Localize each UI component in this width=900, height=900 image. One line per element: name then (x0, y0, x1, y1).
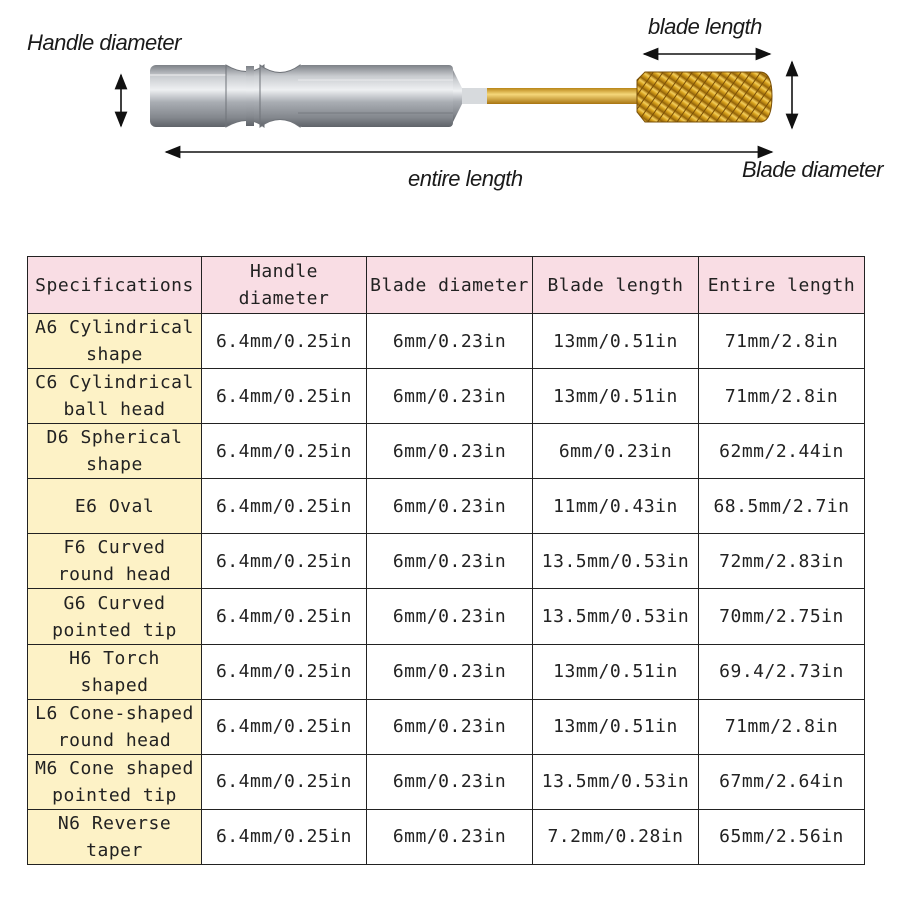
blade-diameter-cell: 6mm/0.23in (366, 643, 533, 700)
entire-length-label: entire length (408, 166, 523, 191)
spec-name-cell: C6 Cylindrical ball head (27, 368, 202, 425)
table-row: F6 Curved round head 6.4mm/0.25in 6mm/0.… (27, 533, 865, 590)
blade-length-cell: 13mm/0.51in (532, 312, 699, 370)
blade-length-cell: 13.5mm/0.53in (532, 753, 699, 810)
spec-name-cell: L6 Cone-shaped round head (27, 698, 202, 755)
handle-diameter-cell: 6.4mm/0.25in (201, 478, 367, 535)
handle-diameter-cell: 6.4mm/0.25in (201, 588, 367, 645)
product-dimension-diagram: Handle diameter blade length entire leng… (0, 0, 900, 230)
entire-length-cell: 70mm/2.75in (698, 588, 865, 645)
handle-diameter-cell: 6.4mm/0.25in (201, 423, 367, 480)
blade-length-cell: 13mm/0.51in (532, 698, 699, 755)
table-row: A6 Cylindrical shape 6.4mm/0.25in 6mm/0.… (27, 312, 865, 370)
blade-length-cell: 13.5mm/0.53in (532, 588, 699, 645)
blade-shank (462, 88, 637, 104)
table-row: N6 Reverse taper 6.4mm/0.25in 6mm/0.23in… (27, 808, 865, 866)
handle-diameter-cell: 6.4mm/0.25in (201, 533, 367, 590)
entire-length-cell: 72mm/2.83in (698, 533, 865, 590)
entire-length-cell: 67mm/2.64in (698, 753, 865, 810)
blade-diameter-cell: 6mm/0.23in (366, 808, 533, 866)
handle-diameter-label: Handle diameter (27, 30, 181, 55)
blade-length-cell: 11mm/0.43in (532, 478, 699, 535)
handle-diameter-cell: 6.4mm/0.25in (201, 643, 367, 700)
entire-length-cell: 65mm/2.56in (698, 808, 865, 866)
cutting-head (636, 71, 773, 123)
entire-length-cell: 71mm/2.8in (698, 312, 865, 370)
blade-diameter-cell: 6mm/0.23in (366, 478, 533, 535)
handle-diameter-cell: 6.4mm/0.25in (201, 808, 367, 866)
header-row: Specifications Handle diameter Blade dia… (27, 256, 865, 314)
blade-diameter-cell: 6mm/0.23in (366, 312, 533, 370)
blade-diameter-cell: 6mm/0.23in (366, 588, 533, 645)
header-cell-entire-length: Entire length (698, 256, 865, 314)
header-cell-blade-length: Blade length (532, 256, 699, 314)
table-row: D6 Spherical shape 6.4mm/0.25in 6mm/0.23… (27, 423, 865, 480)
blade-diameter-cell: 6mm/0.23in (366, 533, 533, 590)
blade-length-cell: 6mm/0.23in (532, 423, 699, 480)
spec-name-cell: E6 Oval (27, 478, 202, 535)
table-row: E6 Oval 6.4mm/0.25in 6mm/0.23in 11mm/0.4… (27, 478, 865, 535)
header-cell-specifications: Specifications (27, 256, 202, 314)
table-row: M6 Cone shaped pointed tip 6.4mm/0.25in … (27, 753, 865, 810)
table-row: C6 Cylindrical ball head 6.4mm/0.25in 6m… (27, 368, 865, 425)
entire-length-cell: 62mm/2.44in (698, 423, 865, 480)
table-row: G6 Curved pointed tip 6.4mm/0.25in 6mm/0… (27, 588, 865, 645)
spec-name-cell: M6 Cone shaped pointed tip (27, 753, 202, 810)
blade-length-cell: 7.2mm/0.28in (532, 808, 699, 866)
entire-length-cell: 71mm/2.8in (698, 698, 865, 755)
entire-length-cell: 71mm/2.8in (698, 368, 865, 425)
burr-bit-illustration (114, 47, 799, 159)
entire-length-cell: 68.5mm/2.7in (698, 478, 865, 535)
handle-diameter-cell: 6.4mm/0.25in (201, 312, 367, 370)
blade-diameter-cell: 6mm/0.23in (366, 368, 533, 425)
table-header: Specifications Handle diameter Blade dia… (27, 256, 865, 314)
table-row: H6 Torch shaped 6.4mm/0.25in 6mm/0.23in … (27, 643, 865, 700)
header-cell-handle-diameter: Handle diameter (201, 256, 367, 314)
blade-length-label: blade length (648, 14, 762, 39)
blade-diameter-cell: 6mm/0.23in (366, 423, 533, 480)
spec-name-cell: H6 Torch shaped (27, 643, 202, 700)
blade-length-cell: 13mm/0.51in (532, 643, 699, 700)
spec-name-cell: D6 Spherical shape (27, 423, 202, 480)
table-body: A6 Cylindrical shape 6.4mm/0.25in 6mm/0.… (27, 312, 865, 866)
spec-name-cell: G6 Curved pointed tip (27, 588, 202, 645)
blade-length-cell: 13mm/0.51in (532, 368, 699, 425)
blade-diameter-cell: 6mm/0.23in (366, 753, 533, 810)
spec-name-cell: N6 Reverse taper (27, 808, 202, 866)
handle-diameter-cell: 6.4mm/0.25in (201, 753, 367, 810)
blade-length-cell: 13.5mm/0.53in (532, 533, 699, 590)
blade-diameter-label: Blade diameter (742, 157, 883, 182)
spec-name-cell: A6 Cylindrical shape (27, 312, 202, 370)
table-row: L6 Cone-shaped round head 6.4mm/0.25in 6… (27, 698, 865, 755)
handle-diameter-cell: 6.4mm/0.25in (201, 368, 367, 425)
entire-length-cell: 69.4/2.73in (698, 643, 865, 700)
specifications-table: Specifications Handle diameter Blade dia… (27, 256, 865, 866)
handle-diameter-cell: 6.4mm/0.25in (201, 698, 367, 755)
blade-diameter-cell: 6mm/0.23in (366, 698, 533, 755)
hex-shank (150, 63, 462, 129)
spec-name-cell: F6 Curved round head (27, 533, 202, 590)
header-cell-blade-diameter: Blade diameter (366, 256, 533, 314)
